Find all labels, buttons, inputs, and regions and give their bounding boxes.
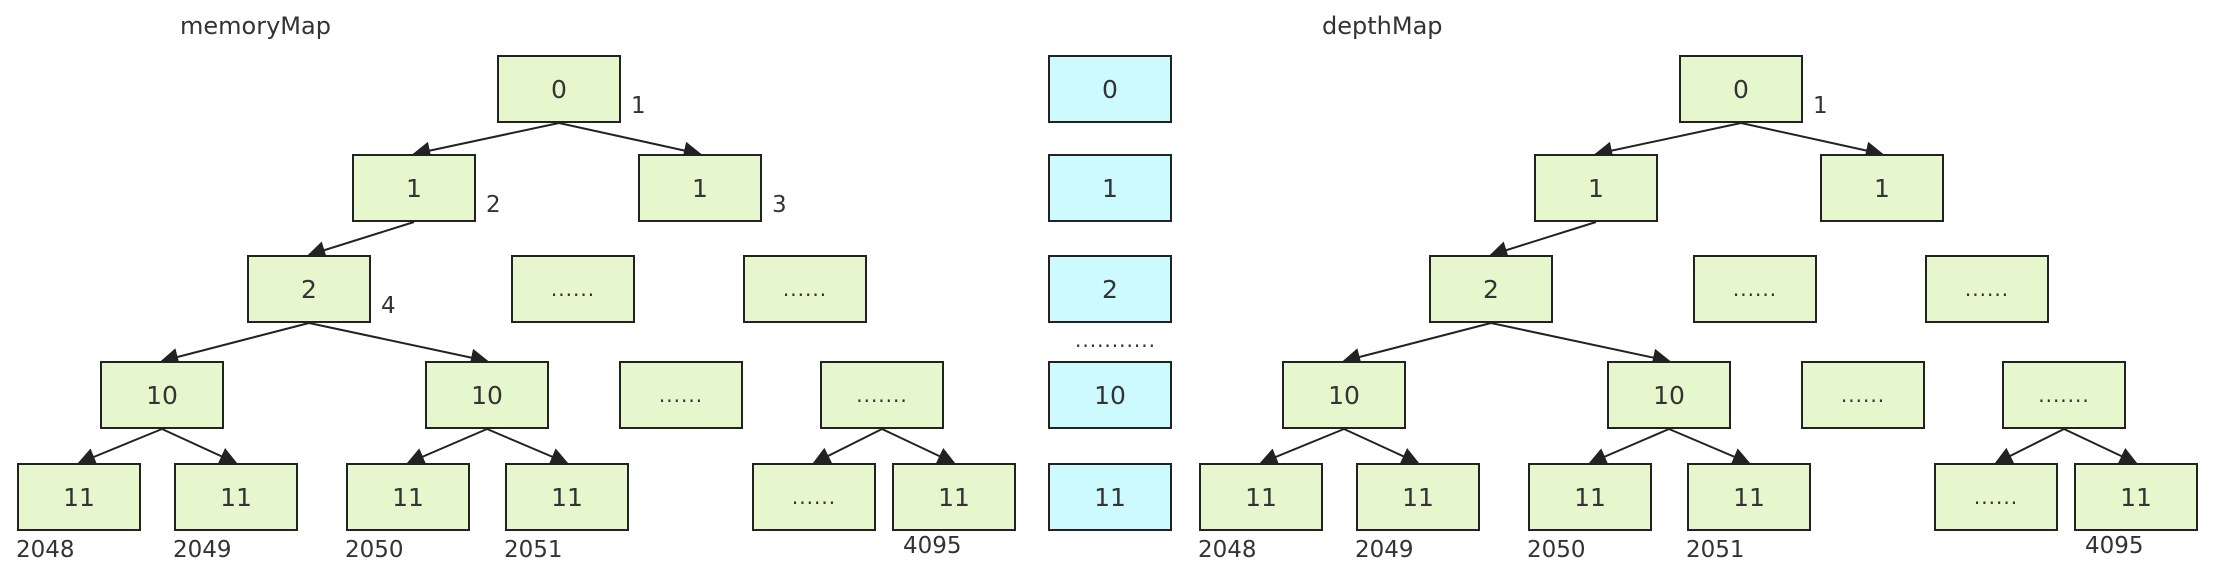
depth-map-index-label-root: 1 — [1813, 93, 1828, 119]
depth-map-node-l3-a: 10 — [1282, 361, 1406, 429]
depth-map-node-l4-e: ...... — [1934, 463, 2058, 531]
depth-map-node-l4-d: 11 — [1687, 463, 1811, 531]
depth-map-index-label-l4-b: 2049 — [1355, 537, 1414, 563]
memory-map-node-l2-left: 2 — [247, 255, 371, 323]
memory-map-edge-l1-left-to-l2-left — [307, 221, 415, 259]
memory-map-edge-l3-b-to-l4-c — [406, 428, 488, 465]
memory-map-edge-l3-a-to-l4-b — [161, 428, 238, 465]
memory-map-edge-root-to-l1-left — [412, 122, 560, 160]
depth-column-node-2: 2 — [1048, 255, 1172, 323]
depth-map-edge-l2-left-to-l3-a — [1342, 322, 1492, 366]
memory-map-index-label-l4-a: 2048 — [16, 537, 75, 563]
memory-map-index-label-l1-right: 3 — [772, 192, 787, 218]
depth-map-index-label-l4-f: 4095 — [2085, 533, 2144, 559]
memory-map-edge-l3-b-to-l4-d — [486, 428, 569, 465]
memory-map-node-l4-b: 11 — [174, 463, 298, 531]
memory-map-node-l4-c: 11 — [346, 463, 470, 531]
depth-map-edge-l3-d-to-l4-e — [1994, 428, 2065, 464]
memory-map-node-l4-e: ...... — [752, 463, 876, 531]
memory-map-edge-l2-left-to-l3-a — [160, 322, 310, 366]
memory-map-node-l3-b: 10 — [425, 361, 549, 429]
memory-map-node-l4-a: 11 — [17, 463, 141, 531]
depth-map-edge-l3-b-to-l4-c — [1588, 428, 1670, 465]
depth-map-node-l4-a: 11 — [1199, 463, 1323, 531]
depth-map-edge-root-to-l1-left — [1594, 122, 1742, 160]
depth-column-node-1: 1 — [1048, 154, 1172, 222]
depth-map-node-l1-right: 1 — [1820, 154, 1944, 222]
depth-column-node-3: 10 — [1048, 361, 1172, 429]
memory-map-node-l3-c: ...... — [619, 361, 743, 429]
depth-map-node-l3-d: ....... — [2002, 361, 2126, 429]
depth-map-node-l2-mid: ...... — [1693, 255, 1817, 323]
memory-map-edge-l3-d-to-l4-e — [812, 428, 883, 464]
memory-map-index-label-l1-left: 2 — [486, 192, 501, 218]
memory-map-title: memoryMap — [180, 12, 331, 40]
depth-map-title: depthMap — [1322, 12, 1443, 40]
memory-map-index-label-l4-d: 2051 — [504, 537, 563, 563]
depth-map-edge-l1-left-to-l2-left — [1489, 221, 1597, 259]
depth-map-node-l2-right: ...... — [1925, 255, 2049, 323]
depth-map-edge-root-to-l1-right — [1740, 122, 1884, 160]
memory-map-node-l3-a: 10 — [100, 361, 224, 429]
memory-map-index-label-l4-b: 2049 — [173, 537, 232, 563]
depth-map-index-label-l4-a: 2048 — [1198, 537, 1257, 563]
memory-map-edge-l2-left-to-l3-b — [308, 322, 489, 367]
depth-map-node-l4-c: 11 — [1528, 463, 1652, 531]
depth-map-node-l2-left: 2 — [1429, 255, 1553, 323]
memory-map-edge-root-to-l1-right — [558, 122, 702, 160]
depth-map-edge-l3-a-to-l4-a — [1259, 428, 1345, 466]
depth-map-index-label-l4-c: 2050 — [1527, 537, 1586, 563]
depth-map-node-l4-f: 11 — [2074, 463, 2198, 531]
depth-map-edge-l3-b-to-l4-d — [1668, 428, 1751, 465]
memory-map-node-root: 0 — [497, 55, 621, 123]
memory-map-node-l1-left: 1 — [352, 154, 476, 222]
depth-column-node-4: 11 — [1048, 463, 1172, 531]
memory-map-node-l4-d: 11 — [505, 463, 629, 531]
memory-map-index-label-root: 1 — [631, 93, 646, 119]
depth-column-node-0: 0 — [1048, 55, 1172, 123]
memory-map-node-l3-d: ....... — [820, 361, 944, 429]
depth-map-edge-l3-d-to-l4-f — [2063, 428, 2138, 465]
memory-map-edge-l3-d-to-l4-f — [881, 428, 956, 465]
memory-map-index-label-l2-left: 4 — [381, 293, 396, 319]
memory-map-edge-l3-a-to-l4-a — [77, 428, 163, 466]
depth-map-node-l3-c: ...... — [1801, 361, 1925, 429]
depth-map-node-l1-left: 1 — [1534, 154, 1658, 222]
memory-map-node-l1-right: 1 — [638, 154, 762, 222]
memory-map-node-l2-mid: ...... — [511, 255, 635, 323]
depth-map-edge-l2-left-to-l3-b — [1490, 322, 1671, 367]
memory-map-node-l2-right: ...... — [743, 255, 867, 323]
depth-map-node-l3-b: 10 — [1607, 361, 1731, 429]
depth-map-node-l4-b: 11 — [1356, 463, 1480, 531]
memory-map-node-l4-f: 11 — [892, 463, 1016, 531]
depth-map-index-label-l4-d: 2051 — [1686, 537, 1745, 563]
depth-column-gap-dots: ........... — [1075, 328, 1156, 352]
memory-map-index-label-l4-f: 4095 — [903, 533, 962, 559]
depth-map-edge-l3-a-to-l4-b — [1343, 428, 1420, 465]
depth-map-node-root: 0 — [1679, 55, 1803, 123]
memory-map-index-label-l4-c: 2050 — [345, 537, 404, 563]
